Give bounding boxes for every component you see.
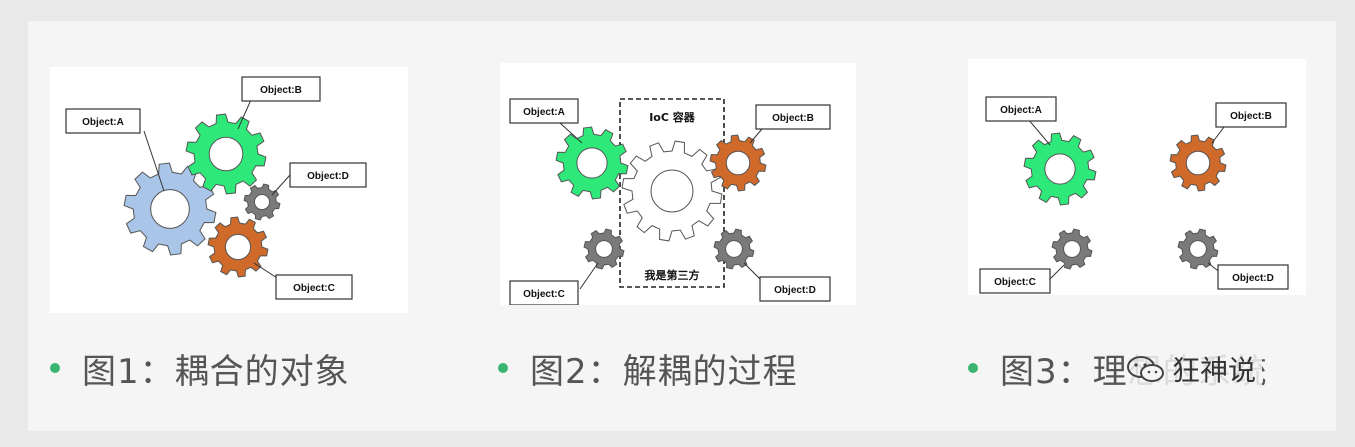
label-object-c: Object:C [275,274,353,300]
gear-hole [208,136,244,172]
svg-text:Object:B: Object:B [772,113,814,124]
watermark-text: 狂神说 [1172,354,1257,387]
gear-hole [650,169,694,213]
gear-c-gray [583,228,625,270]
gear-a-blue [123,162,217,256]
gear-d-gray [713,228,755,270]
svg-text:Object:D: Object:D [1232,273,1274,284]
svg-text:Object:B: Object:B [260,85,302,96]
svg-text:Object:B: Object:B [1230,111,1272,122]
gear-b-orange [1169,134,1227,192]
label-object-b: Object:B [241,76,321,102]
gear-d-gray [1177,228,1219,270]
gear-hole [725,240,743,258]
gear-a-green [1023,132,1097,206]
gear-c-gray [1051,228,1093,270]
svg-text:Object:A: Object:A [523,107,565,118]
gear-b-green [185,113,267,195]
gear-c-orange [207,216,269,278]
gear-hole [150,189,190,229]
gear-hole [1185,150,1211,176]
watermark: 狂神说 [1126,348,1263,390]
ioc-container-title: IoC 容器 [649,110,696,124]
diagram-coupled-objects: Object:A Object:B Object:D Object:C [50,67,408,313]
svg-text:Object:D: Object:D [774,285,816,296]
coupled-gears-diagram: Object:A Object:B Object:D Object:C [65,76,367,300]
diagram-ideal-system: Object:A Object:B Object:C Object:D [968,59,1306,295]
ioc-container-box [619,98,725,288]
bullet-dot [968,363,978,373]
ioc-container-subtitle: 我是第三方 [645,268,700,282]
svg-text:Object:A: Object:A [1000,105,1042,116]
label-object-d: Object:D [759,276,831,302]
diagram-decoupling-process: IoC 容器 我是第三方 Object:A Object:B Object:C [500,63,856,305]
gear-hole [1189,240,1207,258]
label-object-d: Object:D [1217,264,1289,290]
label-object-d: Object:D [289,162,367,188]
gear-container-white [621,140,723,242]
svg-text:Object:D: Object:D [307,171,349,182]
gear-d-gray [243,183,281,221]
wechat-icon [1127,356,1164,382]
ideal-gears-diagram: Object:A Object:B Object:C Object:D [979,96,1289,294]
gear-hole [253,193,271,211]
bullet-dot [498,363,508,373]
caption-figure-2: 图2：解耦的过程 [498,343,798,393]
caption-figure-1: 图1：耦合的对象 [50,343,350,393]
svg-text:Object:C: Object:C [293,283,335,294]
gear-b-orange [709,134,767,192]
gear-hole [725,150,751,176]
label-object-b: Object:B [755,104,831,130]
label-object-a: Object:A [65,108,141,134]
gear-a-green [555,126,629,200]
gear-hole [576,147,608,179]
svg-text:Object:C: Object:C [994,277,1036,288]
caption-text: 图2：解耦的过程 [530,351,798,392]
label-object-c: Object:C [979,268,1051,294]
bullet-dot [50,363,60,373]
gear-hole [224,233,252,261]
svg-text:Object:C: Object:C [523,289,565,300]
label-object-a: Object:A [509,98,579,124]
gear-hole [595,240,613,258]
decoupling-gears-diagram: IoC 容器 我是第三方 Object:A Object:B Object:C [509,98,831,305]
gear-hole [1063,240,1081,258]
gear-hole [1044,153,1076,185]
figure-card: Object:A Object:B Object:D Object:C IoC … [28,21,1336,431]
svg-text:Object:A: Object:A [82,117,124,128]
label-object-b: Object:B [1215,102,1287,128]
label-object-c: Object:C [509,280,579,305]
caption-text: 图1：耦合的对象 [82,351,350,392]
label-object-a: Object:A [985,96,1057,122]
